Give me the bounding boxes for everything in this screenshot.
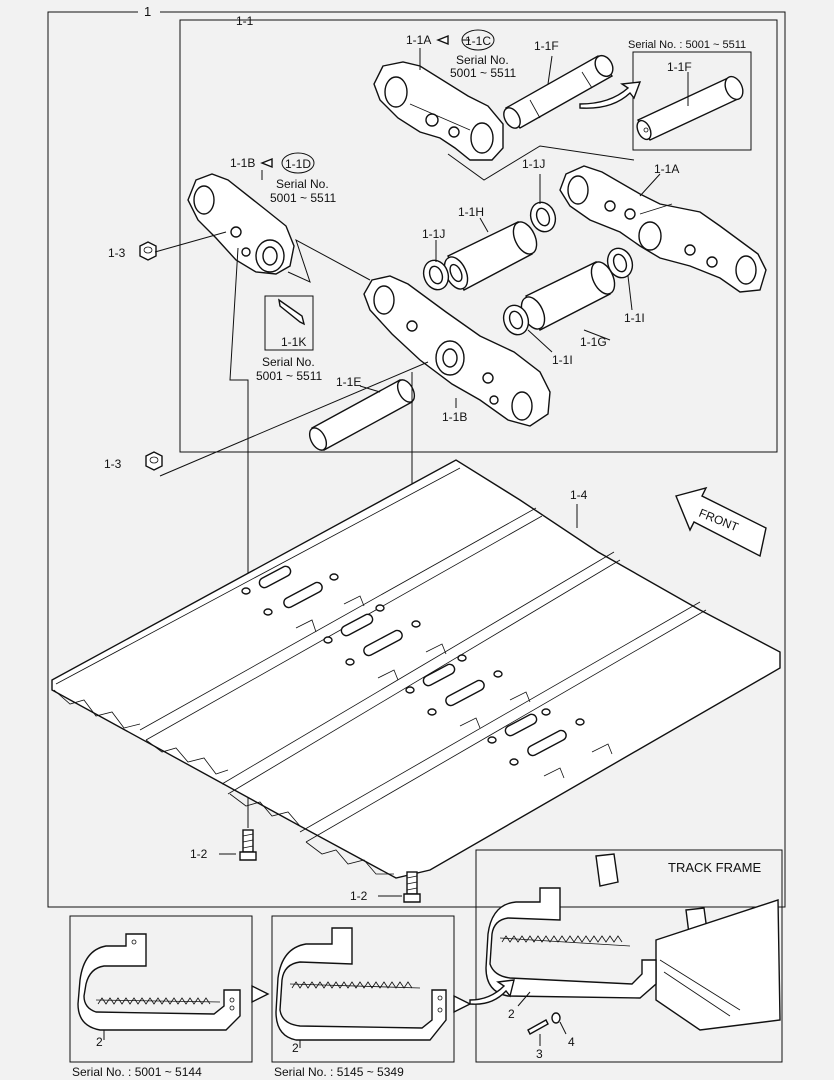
label-serial-bottom-1: Serial No. : 5001 ~ 5144 [72,1065,202,1079]
main-frame [47,11,786,908]
seal-1-1j-mid [422,259,450,291]
label-nut-bottom: 1-3 [104,457,122,471]
arrow-c [436,34,449,46]
nut-1-3-lower [145,451,163,471]
label-guard-3: 2 [508,1007,515,1021]
link-1-1b-lower [363,275,551,427]
arrow-box-1-to-2 [251,984,270,1004]
label-serial-range-mid: 5001 ~ 5511 [270,191,337,205]
bushing-1-1g [520,261,616,331]
label-track-frame: TRACK FRAME [668,860,762,875]
label-shoe: 1-4 [570,488,588,502]
callout-circle-c [461,29,495,51]
track-frame-box [469,849,783,1063]
pin-1-1k-detail [264,295,314,351]
label-bushing-h: 1-1H [458,205,484,219]
seal-1-1i-mid [502,304,530,336]
label-serial-word-mid: Serial No. [276,177,329,191]
seal-1-1i-right [606,247,634,279]
label-link-a-right: 1-1A [654,162,679,176]
label-serial-range-top: 5001 ~ 5511 [450,66,517,80]
label-guard-1: 2 [96,1035,103,1049]
label-link-c: 1-1C [465,34,491,48]
guard-box-2 [271,915,455,1063]
label-seal-i-right: 1-1I [624,311,645,325]
arrow-d [260,157,273,169]
label-serial-word-low: Serial No. [262,355,315,369]
detail-arrow-top [579,81,642,109]
label-main: 1 [144,4,151,19]
label-washer-4: 4 [568,1035,575,1049]
label-seal-i-mid: 1-1I [552,353,573,367]
callout-circle-d [281,152,315,174]
label-seal-j-mid: 1-1J [422,227,445,241]
bolt-1-2-right [403,871,421,903]
label-pin-k: 1-1K [281,335,306,349]
label-link-b-top: 1-1B [230,156,255,170]
bolt-1-2-left [239,829,257,861]
link-1-1a-right [559,165,767,293]
bushing-1-1h [443,221,538,291]
nut-1-3-upper [139,241,157,261]
pin-1-1e [308,379,416,451]
label-serial-bottom-2: Serial No. : 5145 ~ 5349 [274,1065,404,1079]
arrow-box-2-to-frame [453,994,472,1014]
label-bolt-3: 3 [536,1047,543,1061]
guard-box-1 [69,915,253,1063]
label-link-b-bottom: 1-1B [442,410,467,424]
label-pin-f-box: 1-1F [667,60,692,74]
label-serial-word-top: Serial No. [456,53,509,67]
label-pin-f: 1-1F [534,39,559,53]
label-serial-range-low: 5001 ~ 5511 [256,369,323,383]
label-link-a-top: 1-1A [406,33,431,47]
label-seal-j-top: 1-1J [522,157,545,171]
label-serial-box: Serial No. : 5001 ~ 5511 [628,39,746,51]
seal-1-1j-top [529,201,557,233]
label-guard-2: 2 [292,1041,299,1055]
link-1-1b-upper [187,173,295,275]
label-link-d: 1-1D [285,157,311,171]
pin-1-1f [503,54,614,129]
link-1-1a-upper [373,61,504,161]
label-bolt-left: 1-2 [190,847,208,861]
label-sub: 1-1 [236,14,254,28]
label-nut-top: 1-3 [108,246,126,260]
track-shoe-1-4 [51,459,781,879]
front-arrow [675,486,767,558]
label-bolt-right: 1-2 [350,889,368,903]
label-pin-e: 1-1E [336,375,361,389]
label-bushing-g: 1-1G [580,335,607,349]
pin-1-1f-detail [636,75,744,141]
